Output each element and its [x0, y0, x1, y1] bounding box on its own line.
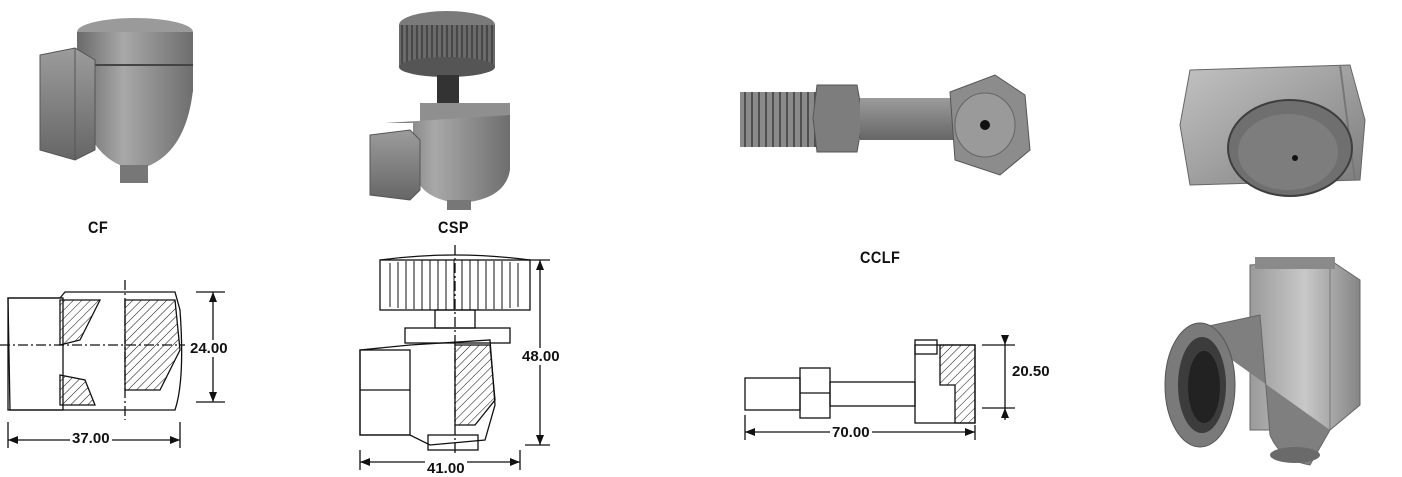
- csp-width-dimension: 41.00: [425, 460, 467, 477]
- product-label-cf: CF: [88, 218, 109, 237]
- flat-fan-block-nozzle-photo: [1179, 64, 1366, 197]
- cf-height-dimension: 24.00: [188, 340, 230, 357]
- elbow-nozzle-body-photo: [39, 18, 193, 183]
- cclf-section-drawing: [744, 335, 1015, 440]
- csp-height-dimension: 48.00: [520, 348, 562, 365]
- hex-elbow-nozzle-photo: [1164, 257, 1361, 466]
- cf-width-dimension: 37.00: [70, 430, 112, 447]
- csp-section-drawing: [359, 245, 550, 470]
- product-label-csp: CSP: [438, 218, 469, 237]
- product-label-cclf: CCLF: [860, 248, 901, 267]
- threaded-extension-nozzle-photo: [740, 74, 1031, 176]
- cclf-width-dimension: 70.00: [830, 424, 872, 441]
- cclf-height-dimension: 20.50: [1010, 363, 1052, 380]
- cf-section-drawing: [0, 280, 225, 448]
- valve-with-knob-photo: [369, 11, 510, 210]
